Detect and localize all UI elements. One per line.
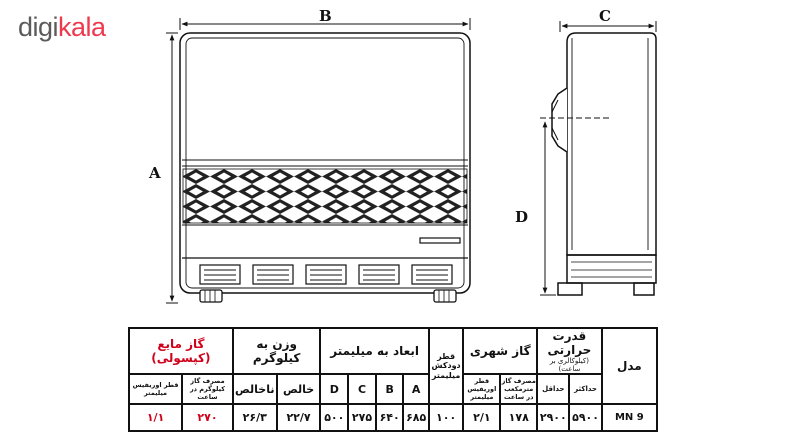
header-dimensions: ابعاد به میلیمتر xyxy=(319,327,430,375)
header-model: مدل xyxy=(600,327,659,405)
header-city-gas: گاز شهری xyxy=(462,327,539,375)
header-heat-min: حداقل xyxy=(536,373,571,405)
front-feet xyxy=(199,289,457,303)
cell-city-consumption: ۱۷۸ xyxy=(499,403,539,432)
vent-3 xyxy=(305,264,347,285)
foot-right xyxy=(433,289,457,303)
header-weight: وزن به کیلوگرم xyxy=(231,327,322,375)
dimension-d xyxy=(540,121,556,296)
front-body-inner xyxy=(185,37,465,289)
control-slot xyxy=(419,237,461,244)
dimension-c xyxy=(559,21,657,32)
front-body-outline xyxy=(179,32,471,294)
vent-2 xyxy=(252,264,294,285)
cell-city-pressure: ۲/۱ xyxy=(462,403,502,432)
header-dim-c: C xyxy=(347,373,377,405)
heat-capacity-sub: (کیلوکالری بر ساعت) xyxy=(549,357,589,373)
cell-lpg-consumption: ۲۷۰ xyxy=(181,403,234,432)
side-base xyxy=(566,254,657,284)
header-weight-gross: ناخالص xyxy=(231,373,278,405)
side-body-outline xyxy=(566,32,657,256)
dimension-label-c: C xyxy=(599,7,611,25)
header-city-consumption: مصرف گاز مترمکعب در ساعت xyxy=(499,373,539,405)
cell-dim-c: ۲۷۵ xyxy=(347,403,377,432)
vent-1 xyxy=(199,264,241,285)
dimension-b xyxy=(179,18,471,30)
cell-dim-a: ۶۸۵ xyxy=(402,403,430,432)
side-foot-right xyxy=(633,282,655,296)
cell-heat-min: ۲۹۰۰ xyxy=(536,403,571,432)
cell-weight-net: ۲۲/۷ xyxy=(275,403,322,432)
header-dim-a: A xyxy=(402,373,430,405)
dimension-label-b: B xyxy=(319,7,332,25)
side-foot-left xyxy=(557,282,583,296)
cell-dim-b: ۶۴۰ xyxy=(374,403,405,432)
digikala-logo: digikala xyxy=(18,14,106,41)
dimension-a xyxy=(166,32,178,304)
foot-left xyxy=(199,289,223,303)
table-row: MN 9 ۵۹۰۰ ۲۹۰۰ ۱۷۸ ۲/۱ ۱۰۰ ۶۸۵ ۶۴۰ ۲۷۵ ۵… xyxy=(127,403,659,432)
cell-weight-gross: ۲۶/۳ xyxy=(231,403,278,432)
vent-5 xyxy=(411,264,453,285)
front-vents xyxy=(199,264,453,285)
header-dim-d: D xyxy=(319,373,350,405)
spec-table: مدل قدرت حرارتی(کیلوکالری بر ساعت) گاز ش… xyxy=(127,327,659,432)
cell-lpg-pressure: ۱/۱ xyxy=(127,403,184,432)
header-dim-b: B xyxy=(374,373,405,405)
logo-part-digi: digi xyxy=(18,12,59,42)
header-lpg-pressure: قطر اوریفیس میلیمتر xyxy=(127,373,184,405)
side-view xyxy=(551,32,657,296)
header-city-pressure: قطر اوریفیس میلیمتر xyxy=(462,373,502,405)
table-header-row-1: مدل قدرت حرارتی(کیلوکالری بر ساعت) گاز ش… xyxy=(128,327,659,405)
logo-part-kala: kala xyxy=(58,12,106,42)
front-view xyxy=(179,32,471,303)
side-knob xyxy=(551,87,568,153)
table-header-row-2: حداکثر حداقل مصرف گاز مترمکعب در ساعت قط… xyxy=(127,373,657,405)
cell-model: MN 9 xyxy=(600,403,659,432)
dimension-label-d: D xyxy=(515,208,528,226)
header-flue-diameter: قطر دودکش میلیمتر xyxy=(427,327,465,405)
header-weight-net: خالص xyxy=(275,373,322,405)
diamond-grille xyxy=(182,168,468,224)
header-lpg: گاز مایع (کپسولی) xyxy=(128,327,234,375)
header-lpg-consumption: مصرف گاز کیلوگرم در ساعت xyxy=(181,373,234,405)
cell-heat-max: ۵۹۰۰ xyxy=(568,403,603,432)
heat-capacity-title: قدرت حرارتی xyxy=(547,329,592,357)
header-heat-capacity: قدرت حرارتی(کیلوکالری بر ساعت) xyxy=(536,327,603,375)
dimension-label-a: A xyxy=(148,164,161,182)
vent-4 xyxy=(358,264,400,285)
cell-dim-d: ۵۰۰ xyxy=(319,403,350,432)
cell-flue: ۱۰۰ xyxy=(427,403,465,432)
header-heat-max: حداکثر xyxy=(568,373,603,405)
